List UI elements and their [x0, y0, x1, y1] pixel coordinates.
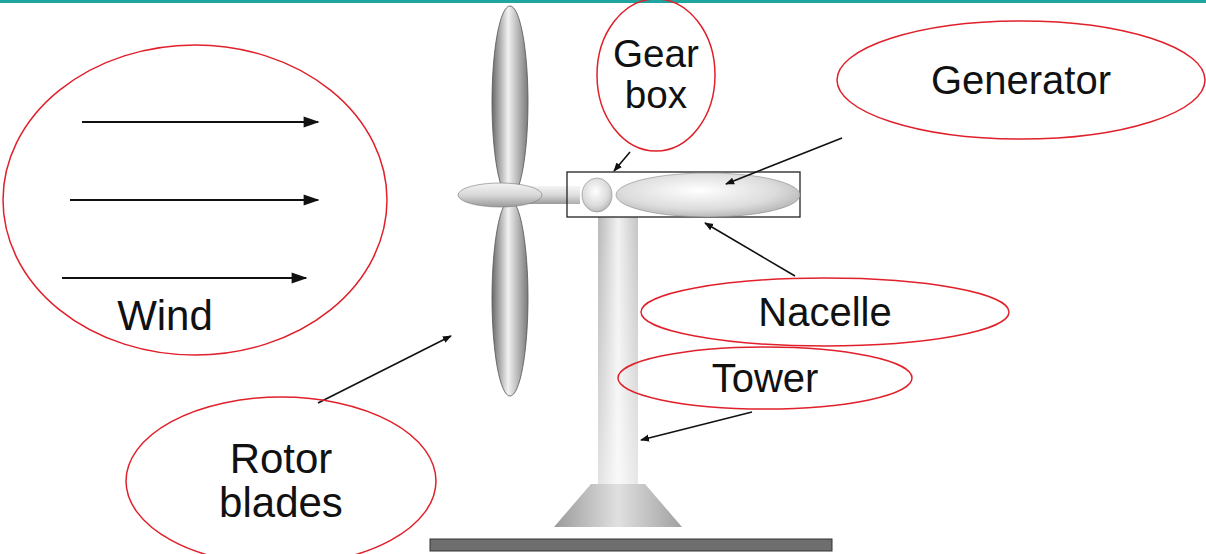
wind-callout: Wind — [2, 44, 388, 356]
part-label: Gear box — [601, 34, 711, 115]
tower-callout: Tower — [617, 346, 913, 410]
nacelle-callout: Nacelle — [640, 277, 1010, 347]
part-label: Tower — [712, 357, 819, 399]
part-label: Rotor blades — [166, 437, 396, 525]
part-label: Wind — [117, 294, 213, 338]
part-label: Generator — [931, 59, 1111, 101]
rotor-blades-callout: Rotor blades — [125, 396, 437, 554]
part-label: Nacelle — [758, 291, 891, 333]
gear-box-callout: Gear box — [596, 0, 716, 152]
generator-callout: Generator — [836, 20, 1206, 140]
